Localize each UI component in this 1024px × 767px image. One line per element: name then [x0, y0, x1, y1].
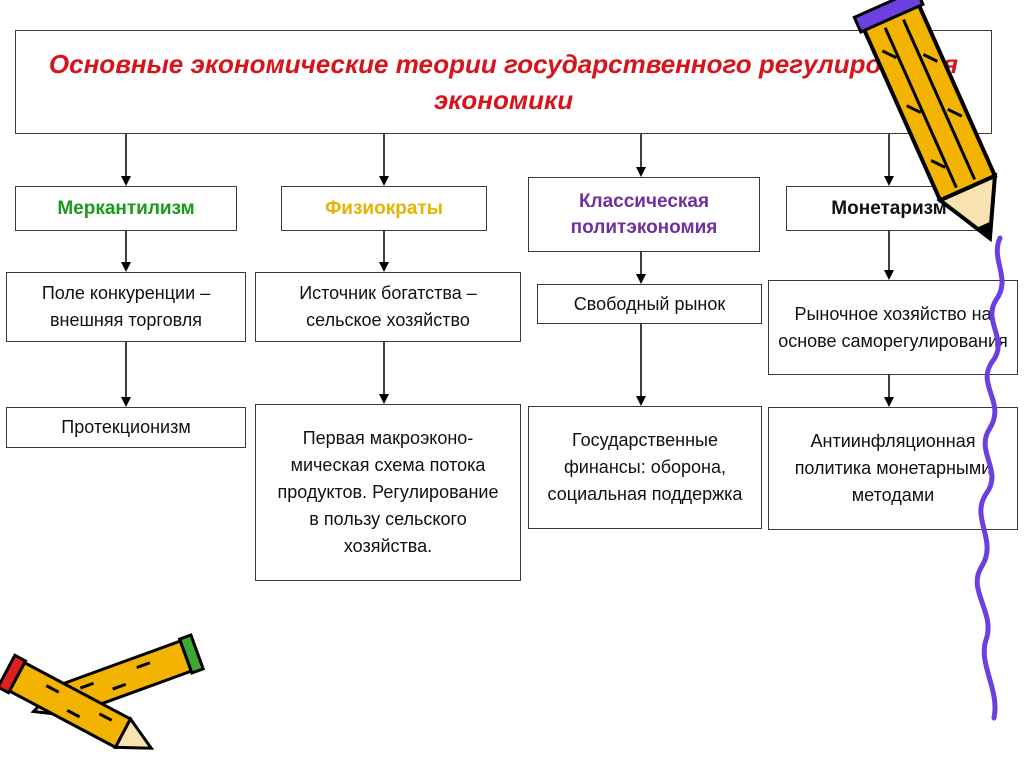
physiocrats-level2-text: Первая макроэконо-мическая схема потока … — [277, 428, 499, 556]
header-monetarism-label: Монетаризм — [831, 197, 947, 219]
monetarism-level2: Антиинфляционная политика монетарными ме… — [768, 407, 1018, 530]
physiocrats-level1: Источник богатства – сельское хозяйство — [255, 272, 521, 342]
header-mercantilism-label: Меркантилизм — [57, 197, 195, 219]
mercantilism-level1-text: Поле конкуренции – внешняя торговля — [41, 283, 211, 330]
mercantilism-level2-text: Протекционизм — [61, 417, 191, 437]
diagram-title: Основные экономические теории государств… — [48, 48, 959, 115]
classical-level1-text: Свободный рынок — [573, 293, 726, 314]
classical-level2-text: Государственные финансы: оборона, социал… — [547, 430, 743, 504]
physiocrats-level1-text: Источник богатства – сельское хозяйство — [299, 283, 477, 330]
monetarism-level1: Рыночное хозяйство на основе саморегулир… — [768, 280, 1018, 375]
monetarism-level2-text: Антиинфляционная политика монетарными ме… — [794, 431, 992, 505]
header-physiocrats: Физиократы — [281, 186, 487, 231]
title-box: Основные экономические теории государств… — [15, 30, 992, 134]
classical-level1: Свободный рынок — [537, 284, 762, 324]
mercantilism-level2: Протекционизм — [6, 407, 246, 448]
classical-level2: Государственные финансы: оборона, социал… — [528, 406, 762, 529]
mercantilism-level1: Поле конкуренции – внешняя торговля — [6, 272, 246, 342]
header-physiocrats-label: Физиократы — [325, 197, 443, 219]
header-monetarism: Монетаризм — [786, 186, 992, 231]
header-classical: Классическая политэкономия — [528, 177, 760, 252]
monetarism-level1-text: Рыночное хозяйство на основе саморегулир… — [778, 303, 1008, 351]
header-classical-label: Классическая политэкономия — [570, 190, 718, 238]
physiocrats-level2: Первая макроэконо-мическая схема потока … — [255, 404, 521, 581]
header-mercantilism: Меркантилизм — [15, 186, 237, 231]
